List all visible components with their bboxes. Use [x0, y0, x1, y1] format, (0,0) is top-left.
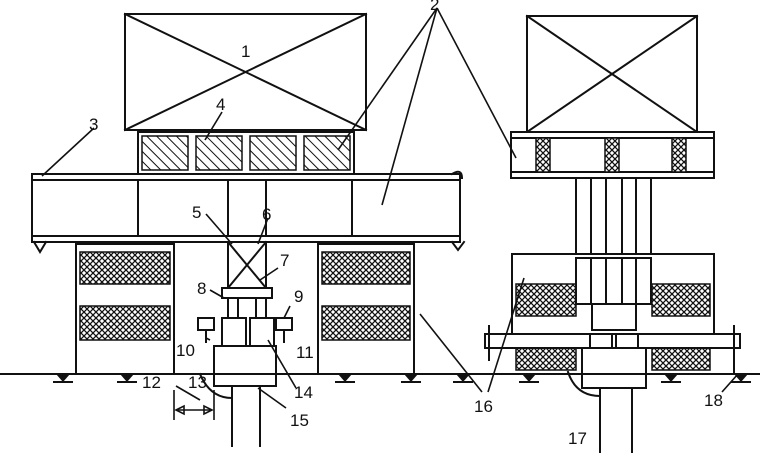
label-17: 17	[568, 429, 587, 448]
label-9: 9	[294, 287, 303, 306]
beam-right	[510, 131, 715, 179]
label-5: 5	[192, 203, 201, 222]
label-13: 13	[188, 373, 207, 392]
pier-left	[198, 345, 277, 447]
label-2: 2	[430, 0, 439, 14]
ground-supports	[53, 374, 751, 383]
label-1: 1	[241, 42, 250, 61]
dimension-marker	[173, 390, 215, 420]
label-14: 14	[294, 383, 313, 402]
label-12: 12	[142, 373, 161, 392]
support-right	[317, 243, 415, 375]
label-6: 6	[262, 205, 271, 224]
load-box-right	[525, 14, 699, 134]
main-beam-left	[31, 170, 466, 254]
label-11: 11	[296, 343, 314, 362]
support-left	[75, 243, 175, 375]
leader-lines	[41, 7, 739, 409]
label-18: 18	[704, 391, 723, 410]
label-15: 15	[290, 411, 309, 430]
hatched-blocks	[137, 131, 355, 175]
sensor-devices	[197, 317, 293, 343]
pier-right	[566, 347, 647, 453]
label-10: 10	[176, 341, 195, 360]
support-block-right	[511, 253, 715, 371]
load-box-left	[123, 12, 368, 132]
cross-beam-right	[484, 325, 741, 373]
label-3: 3	[89, 115, 98, 134]
label-4: 4	[216, 95, 225, 114]
column-right	[575, 177, 652, 255]
label-8: 8	[197, 279, 206, 298]
jack-frame	[221, 240, 275, 349]
label-7: 7	[280, 251, 289, 270]
label-16: 16	[474, 397, 493, 416]
